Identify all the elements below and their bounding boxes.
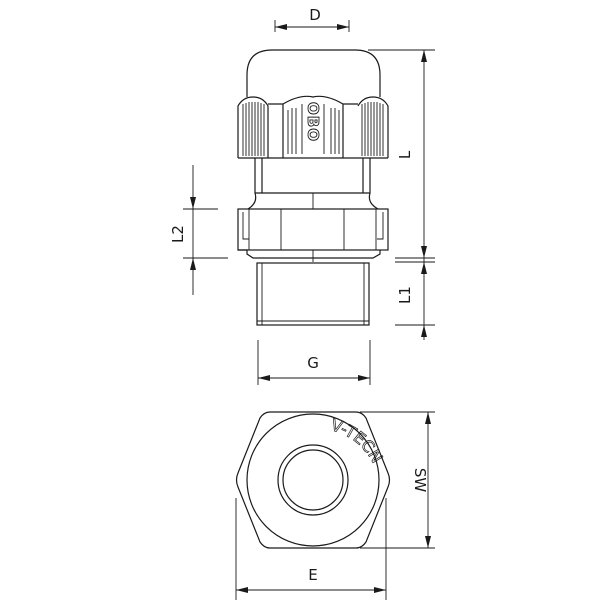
product-marking-text: V-TECN — [329, 415, 387, 466]
hex-nut — [237, 193, 389, 262]
dim-label-l: L — [396, 150, 414, 159]
dome-cap — [246, 49, 381, 97]
dim-label-g: G — [307, 354, 319, 372]
dim-label-d: D — [309, 6, 321, 24]
dimension-lines — [183, 20, 435, 600]
product-marking: V-TECN — [329, 415, 387, 466]
neck — [247, 158, 379, 210]
dim-label-l1: L1 — [396, 286, 414, 304]
thread — [256, 262, 370, 326]
hex-outline — [235, 411, 391, 549]
dim-label-l2: L2 — [169, 225, 187, 243]
top-view — [235, 411, 391, 549]
side-view: OBO — [237, 49, 389, 326]
dim-label-sw: SW — [411, 468, 429, 493]
knurled-ring: OBO — [237, 95, 389, 159]
dim-label-e: E — [308, 566, 317, 584]
obo-logo: OBO — [304, 102, 322, 142]
